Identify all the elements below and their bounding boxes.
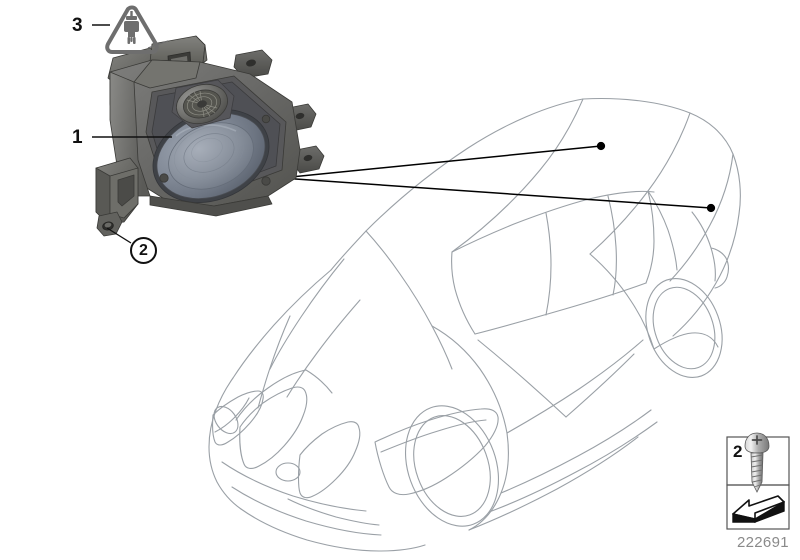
leader-line-2 [106,227,132,244]
callout-number-3: 3 [72,15,83,36]
diagram-part-number: 222691 [737,534,789,551]
legend-item-number-2: 2 [733,442,743,461]
direction-arrow-symbol [732,495,785,524]
callout-number-2-circled: 2 [130,237,157,264]
callout-number-1: 1 [72,127,83,148]
pan-head-screw-icon [744,432,770,493]
